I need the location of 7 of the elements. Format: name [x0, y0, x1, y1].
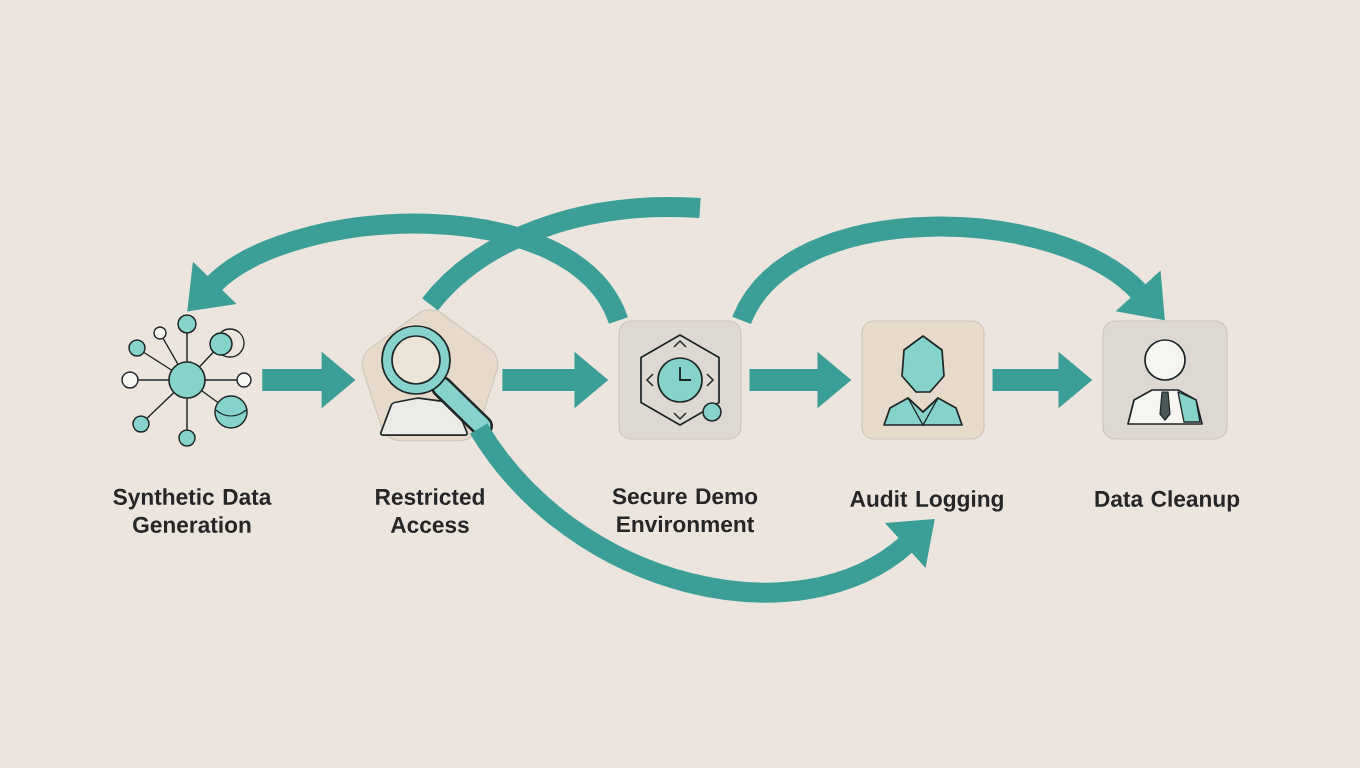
- arrow: [732, 216, 1165, 326]
- step-label: Data Cleanup: [1095, 490, 1240, 512]
- step-label: Synthetic Data Generation: [113, 488, 272, 533]
- step-label: Secure Demo Environment: [612, 488, 758, 533]
- arrow: [187, 213, 628, 326]
- step-label: Restricted Access: [376, 488, 484, 533]
- step-label: Audit Logging: [850, 490, 1003, 512]
